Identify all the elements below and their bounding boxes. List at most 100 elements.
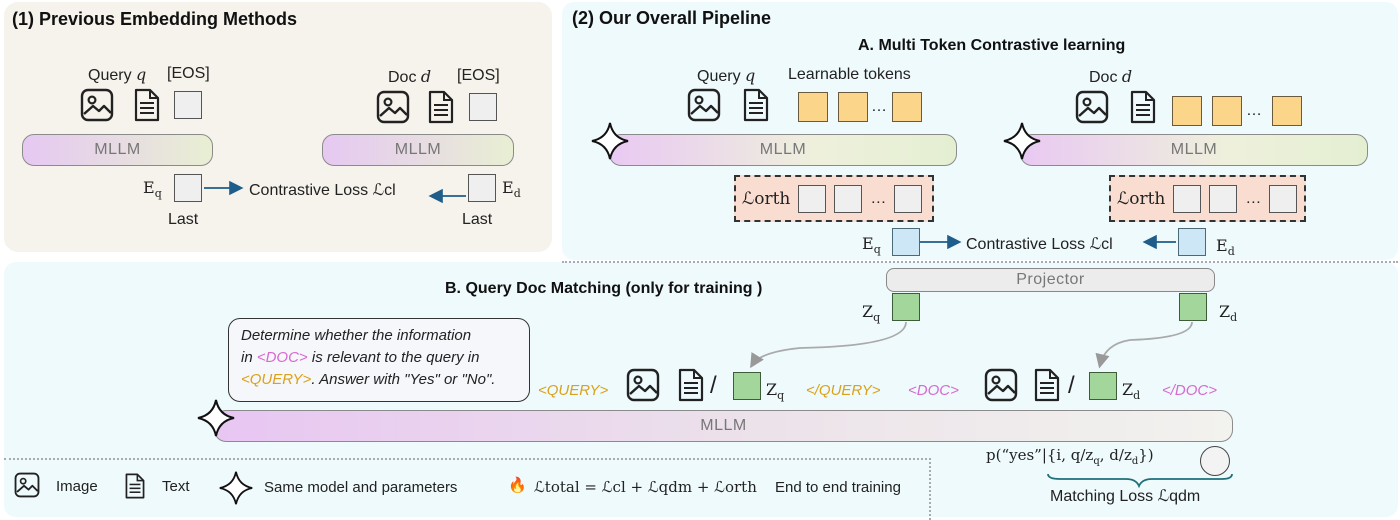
prev-query-last-token [174, 174, 202, 202]
zq-token [892, 293, 920, 321]
prev-doc-last-token [468, 174, 496, 202]
prev-doc-eos-token [469, 93, 497, 121]
legend [4, 458, 931, 520]
text-icon [1129, 89, 1157, 125]
mt-query-orth-box: ℒorth … [734, 175, 934, 222]
text-icon [124, 472, 146, 500]
output-token [798, 184, 827, 213]
zd-arrow [1095, 321, 1193, 369]
fire-icon: 🔥 [508, 477, 527, 494]
prev-query-label: Query q [88, 65, 147, 84]
query-close-tag: </QUERY> [806, 382, 881, 399]
image-icon [1075, 90, 1109, 124]
instruction-prompt: Determine whether the information in <DO… [228, 318, 530, 402]
legend-same-model-label: Same model and parameters [264, 479, 458, 496]
matching-loss-label: Matching Loss ℒqdm [1050, 488, 1201, 505]
ellipsis: … [871, 98, 887, 115]
previous-methods-panel [4, 2, 552, 252]
prev-eq-label: Eq [143, 178, 162, 201]
mt-doc-mllm: MLLM [1020, 134, 1368, 166]
prev-doc-eos-label: [EOS] [457, 67, 500, 84]
prev-contrastive-loss: Contrastive Loss ℒcl [249, 182, 396, 199]
mt-ed-label: Ed [1216, 236, 1235, 259]
text-icon [677, 367, 705, 403]
zd-label: Zd [1219, 302, 1238, 325]
previous-methods-title: (1) Previous Embedding Methods [12, 9, 298, 29]
mt-query-label: Query q [697, 66, 756, 85]
learnable-token [1212, 96, 1242, 126]
image-icon [687, 88, 721, 122]
doc-open-tag: <DOC> [908, 382, 959, 399]
yes-probability: p(“yes”|{i, q/zq, d/zd}) [986, 446, 1154, 467]
legend-image-label: Image [56, 478, 98, 495]
slash-separator: / [1068, 372, 1075, 399]
image-icon [626, 368, 660, 402]
prev-query-eos-token [174, 91, 202, 119]
qdm-mllm: MLLM [214, 410, 1233, 442]
prev-query-eos-label: [EOS] [167, 65, 210, 82]
output-token [1269, 184, 1298, 213]
zq-label: Zq [862, 302, 881, 325]
slash-separator: / [710, 372, 717, 399]
prompt-line-3: <QUERY>. Answer with "Yes" or "No". [241, 371, 496, 388]
image-icon [14, 472, 40, 498]
text-icon [1033, 367, 1061, 403]
learnable-token [838, 92, 868, 122]
section-a-title: A. Multi Token Contrastive learning [858, 37, 1126, 54]
output-token [894, 184, 923, 213]
prev-ed-label: Ed [502, 178, 521, 201]
output-token [1209, 184, 1238, 213]
section-divider [562, 261, 1398, 263]
shared-model-star-icon [590, 121, 630, 161]
zd-input-label: Zd [1122, 380, 1141, 403]
mt-doc-orth-box: ℒorth … [1109, 175, 1306, 222]
ellipsis: … [870, 189, 887, 207]
orth-label: ℒorth [1117, 188, 1166, 209]
output-token [834, 184, 863, 213]
zq-input-label: Zq [766, 380, 785, 403]
prev-query-last-label: Last [168, 211, 199, 228]
prev-doc-label: Doc d [388, 67, 432, 86]
text-icon [742, 87, 770, 123]
query-embedding-token [892, 228, 920, 256]
learnable-token [798, 92, 828, 122]
legend-total-loss: ℒtotal = ℒcl + ℒqdm + ℒorth [534, 478, 757, 496]
orth-label: ℒorth [742, 188, 791, 209]
legend-end-to-end: End to end training [775, 479, 901, 496]
doc-embedding-token [1178, 228, 1206, 256]
pipeline-title: (2) Our Overall Pipeline [572, 8, 772, 28]
learnable-token [1172, 96, 1202, 126]
ellipsis: … [1246, 102, 1262, 119]
doc-close-tag: </DOC> [1162, 382, 1218, 399]
ellipsis: … [1245, 189, 1262, 207]
output-token [1173, 184, 1202, 213]
projector: Projector [886, 268, 1215, 292]
shared-model-star-icon [1002, 121, 1042, 161]
prev-query-mllm: MLLM [22, 134, 213, 166]
learnable-token [1272, 96, 1302, 126]
prompt-line-2: in <DOC> is relevant to the query in [241, 349, 480, 366]
prev-doc-last-label: Last [462, 211, 493, 228]
matching-brace [1047, 473, 1233, 489]
star-icon [218, 470, 254, 506]
zq-arrow [750, 321, 907, 369]
mt-eq-label: Eq [862, 234, 881, 257]
mt-doc-label: Doc d [1089, 67, 1133, 86]
query-open-tag: <QUERY> [538, 382, 609, 399]
prompt-line-1: Determine whether the information [241, 327, 472, 344]
mt-contrastive-loss: Contrastive Loss ℒcl [966, 236, 1113, 253]
image-icon [984, 368, 1018, 402]
prev-doc-mllm: MLLM [322, 134, 514, 166]
zd-token-input [1089, 372, 1117, 400]
mt-query-mllm: MLLM [609, 134, 957, 166]
legend-text-label: Text [162, 478, 190, 495]
zd-token [1179, 293, 1207, 321]
section-b-title: B. Query Doc Matching (only for training… [445, 280, 763, 297]
yes-output-circle [1200, 446, 1230, 476]
mt-learnable-label: Learnable tokens [788, 66, 911, 83]
shared-model-star-icon [196, 398, 236, 438]
zq-token-input [733, 372, 761, 400]
learnable-token [892, 92, 922, 122]
